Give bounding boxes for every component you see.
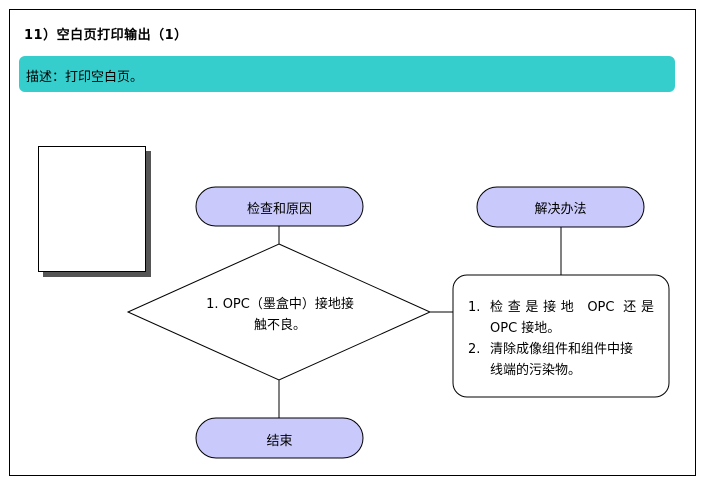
solution-2-line-2: 线端的污染物。 (490, 363, 582, 378)
cause-text: 1. OPC（墨盒中）接地接 触不良。 (180, 294, 380, 336)
check-cause-terminal (195, 186, 364, 227)
cause-line-2: 触不良。 (253, 318, 306, 333)
solution-1-line-1: 检查是接地 OPC 还是 (490, 300, 654, 315)
solutions-box (452, 274, 670, 398)
solution-1-line-2: OPC 接地。 (490, 321, 561, 336)
blank-page-illustration (38, 146, 146, 272)
description-text: 描述：打印空白页。 (26, 70, 144, 85)
section-title: 11）空白页打印输出（1） (24, 28, 188, 43)
end-terminal (195, 417, 364, 459)
description-bar (19, 56, 675, 92)
solution-number: 2. (468, 342, 481, 357)
solutions-list: 1. 检查是接地 OPC 还是 OPC 接地。 2. 清除成像组件和组件中接 线… (468, 297, 654, 381)
solution-item: 1. 检查是接地 OPC 还是 OPC 接地。 (468, 297, 654, 339)
page-frame (9, 9, 696, 476)
solution-label: 解决办法 (534, 202, 587, 217)
check-cause-label: 检查和原因 (246, 202, 312, 217)
cause-line-1: 1. OPC（墨盒中）接地接 (206, 297, 354, 312)
solution-2-line-1: 清除成像组件和组件中接 (490, 342, 634, 357)
cause-decision-diamond (126, 243, 432, 381)
end-label: 结束 (266, 434, 293, 449)
solution-terminal (476, 186, 645, 228)
solution-number: 1. (468, 300, 481, 315)
solution-item: 2. 清除成像组件和组件中接 线端的污染物。 (468, 339, 654, 381)
